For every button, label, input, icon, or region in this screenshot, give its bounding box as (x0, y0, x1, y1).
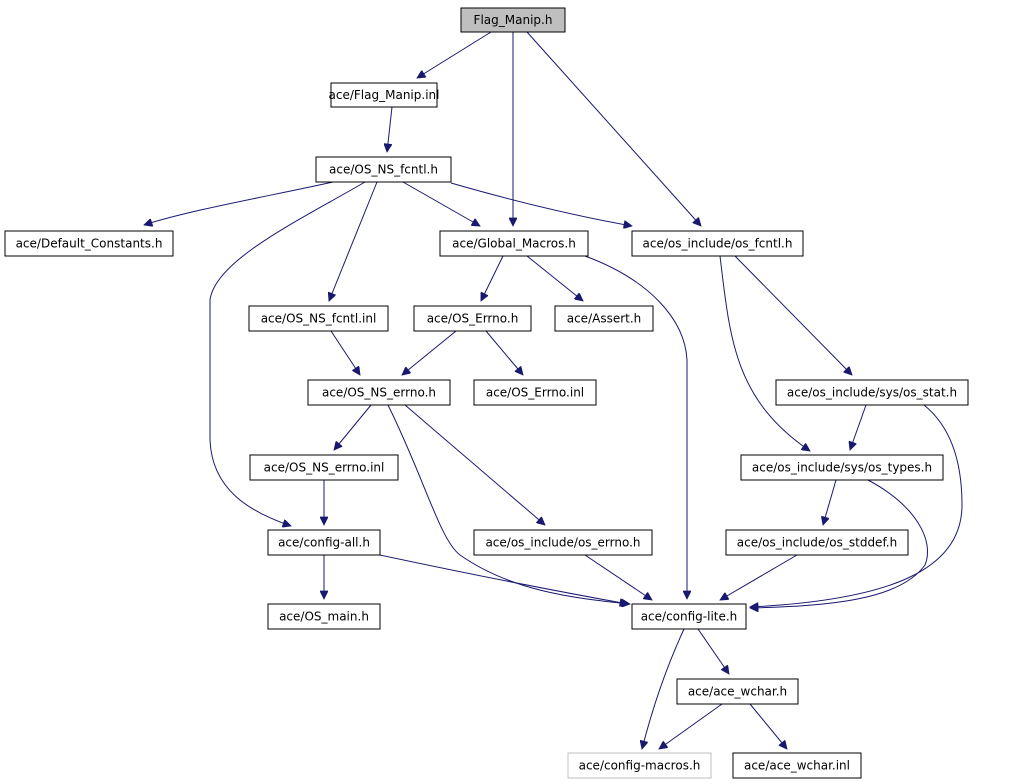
node-global-macros-h[interactable]: ace/Global_Macros.h (439, 230, 589, 257)
node-label: ace/Flag_Manip.inl (329, 88, 440, 102)
node-os-errno-h[interactable]: ace/OS_Errno.h (413, 305, 532, 332)
edge-config_lite_h-to-ace_wchar_h (697, 628, 729, 674)
node-label: ace/os_include/os_stddef.h (737, 536, 897, 550)
edge-os_ns_errno_h-to-config_lite_h (387, 404, 630, 604)
node-flag-manip-inl[interactable]: ace/Flag_Manip.inl (329, 82, 440, 108)
node-label: ace/OS_NS_fcntl.h (329, 163, 438, 177)
edge-config_all_h-to-config_lite_h (379, 554, 628, 604)
node-assert-h[interactable]: ace/Assert.h (554, 305, 654, 332)
node-label: ace/OS_Errno.h (427, 312, 519, 326)
node-ace-wchar-inl[interactable]: ace/ace_wchar.inl (732, 752, 862, 779)
edge-os_ns_errno_h-to-os_include_os_errno_h (404, 404, 545, 525)
edge-ace_wchar_h-to-ace_wchar_inl (749, 703, 787, 749)
node-label: ace/os_include/os_fcntl.h (643, 237, 793, 251)
node-label: ace/config-macros.h (579, 759, 701, 773)
node-config-lite-h[interactable]: ace/config-lite.h (631, 603, 747, 630)
edge-global_macros_h-to-config_lite_h (584, 255, 687, 599)
edge-os_fcntl_h-to-sys_os_stat_h (734, 255, 852, 375)
node-label: ace/ace_wchar.h (688, 685, 787, 699)
edge-os_ns_fcntl_h-to-default_constants_h (144, 181, 334, 225)
node-os-include-sys-os-types-h[interactable]: ace/os_include/sys/os_types.h (740, 454, 944, 481)
node-label: ace/OS_NS_errno.inl (264, 461, 385, 475)
node-os-ns-errno-inl[interactable]: ace/OS_NS_errno.inl (249, 454, 399, 481)
node-label: ace/OS_main.h (279, 610, 369, 624)
edge-os_ns_errno_h-to-os_ns_errno_inl (334, 404, 372, 450)
node-label: ace/Global_Macros.h (452, 237, 576, 251)
edge-os_ns_fcntl_h-to-config_all_h (209, 181, 366, 526)
edge-os_ns_fcntl_inl-to-os_ns_errno_h (330, 330, 360, 375)
edge-ace_wchar_h-to-config_macros_h (659, 703, 723, 749)
node-label: Flag_Manip.h (474, 13, 553, 27)
edge-sys_os_stat_h-to-sys_os_types_h (850, 404, 867, 450)
node-os-errno-inl[interactable]: ace/OS_Errno.inl (473, 379, 597, 406)
node-config-all-h[interactable]: ace/config-all.h (267, 529, 381, 556)
edge-sys_os_types_h-to-config_lite_h (750, 479, 928, 608)
node-label: ace/config-all.h (278, 536, 370, 550)
edge-os_include_os_errno_h-to-config_lite_h (584, 554, 652, 600)
node-os-main-h[interactable]: ace/OS_main.h (267, 603, 381, 630)
edge-os_fcntl_h-to-sys_os_types_h (719, 255, 810, 451)
edge-global_macros_h-to-assert_h (526, 255, 583, 301)
node-label: ace/os_include/sys/os_stat.h (787, 386, 957, 400)
node-os-ns-fcntl-h[interactable]: ace/OS_NS_fcntl.h (315, 156, 452, 183)
edge-os_stddef_h-to-config_lite_h (720, 554, 798, 600)
edge-os_errno_h-to-os_ns_errno_h (402, 330, 457, 375)
node-os-include-os-errno-h[interactable]: ace/os_include/os_errno.h (473, 529, 653, 556)
edge-os_ns_fcntl_h-to-os_fcntl_h (450, 182, 632, 226)
edge-layer (144, 31, 963, 749)
edge-flag_manip_h-to-os_fcntl_h (526, 31, 701, 226)
node-os-ns-errno-h[interactable]: ace/OS_NS_errno.h (307, 379, 451, 406)
node-label: ace/Assert.h (567, 312, 642, 326)
node-label: ace/OS_Errno.inl (486, 386, 584, 400)
edge-global_macros_h-to-os_errno_h (481, 255, 504, 301)
node-os-include-os-fcntl-h[interactable]: ace/os_include/os_fcntl.h (631, 230, 804, 257)
edge-sys_os_types_h-to-os_stddef_h (823, 479, 837, 525)
node-os-ns-fcntl-inl[interactable]: ace/OS_NS_fcntl.inl (248, 305, 389, 332)
edge-flag_manip_inl-to-os_ns_fcntl_h (387, 106, 393, 152)
node-label: ace/OS_NS_fcntl.inl (261, 312, 377, 326)
node-label: ace/os_include/sys/os_types.h (752, 461, 932, 475)
edge-os_errno_h-to-os_errno_inl (485, 330, 523, 375)
edge-flag_manip_h-to-flag_manip_inl (417, 31, 492, 78)
node-ace-wchar-h[interactable]: ace/ace_wchar.h (676, 678, 799, 705)
node-label: ace/OS_NS_errno.h (322, 386, 436, 400)
edge-os_ns_fcntl_h-to-os_ns_fcntl_inl (329, 181, 378, 301)
node-os-include-os-stddef-h[interactable]: ace/os_include/os_stddef.h (725, 529, 909, 556)
node-os-include-sys-os-stat-h[interactable]: ace/os_include/sys/os_stat.h (775, 379, 969, 406)
node-default-constants-h[interactable]: ace/Default_Constants.h (4, 230, 174, 257)
node-flag-manip-h[interactable]: Flag_Manip.h (460, 7, 566, 33)
edge-config_lite_h-to-config_macros_h (642, 628, 685, 749)
node-label: ace/Default_Constants.h (16, 237, 163, 251)
edge-sys_os_stat_h-to-config_lite_h (750, 404, 963, 607)
node-label: ace/config-lite.h (641, 610, 738, 624)
node-config-macros-h[interactable]: ace/config-macros.h (567, 752, 712, 779)
node-label: ace/os_include/os_errno.h (485, 536, 640, 550)
edge-os_ns_fcntl_h-to-global_macros_h (402, 181, 480, 226)
node-label: ace/ace_wchar.inl (744, 759, 850, 773)
